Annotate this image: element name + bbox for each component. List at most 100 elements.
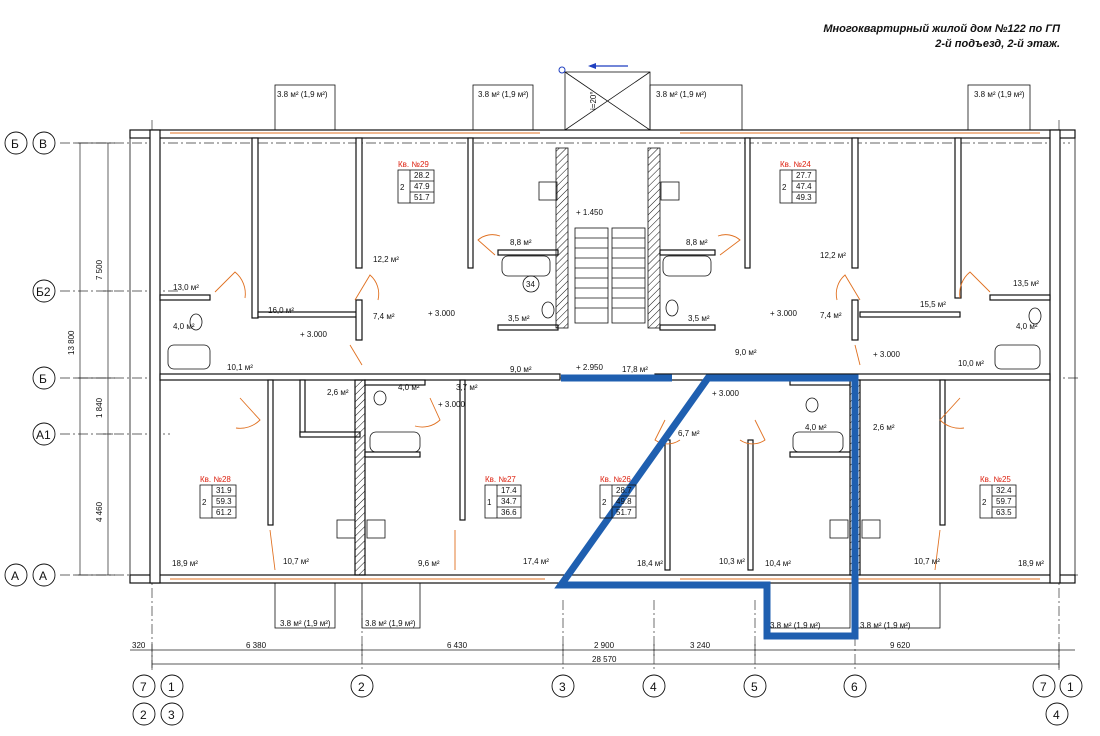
svg-text:+ 3.000: + 3.000 — [770, 309, 797, 318]
svg-text:13,5 м²: 13,5 м² — [1013, 279, 1039, 288]
axis-label: 4 — [650, 680, 657, 694]
svg-text:Кв. №28: Кв. №28 — [200, 475, 231, 484]
drawing-title-line1: Многоквартирный жилой дом №122 по ГП — [823, 23, 1060, 35]
axis-label: Б2 — [36, 285, 51, 299]
svg-text:8,8 м²: 8,8 м² — [510, 238, 532, 247]
svg-text:7,4 м²: 7,4 м² — [373, 312, 395, 321]
apartment-28: Кв. №28 2 31.9 59.3 61.2 — [199, 475, 237, 519]
svg-text:10,7 м²: 10,7 м² — [283, 557, 309, 566]
door-swings — [214, 234, 991, 571]
svg-text:16,0 м²: 16,0 м² — [268, 306, 294, 315]
svg-text:2,6 м²: 2,6 м² — [327, 388, 349, 397]
svg-text:10,7 м²: 10,7 м² — [914, 557, 940, 566]
svg-text:Кв. №24: Кв. №24 — [780, 160, 811, 169]
axis-label: А — [39, 569, 47, 583]
svg-text:+ 3.000: + 3.000 — [428, 309, 455, 318]
axis-label: А — [11, 569, 19, 583]
drawing-title: Многоквартирный жилой дом №122 по ГП 2-й… — [823, 22, 1060, 52]
svg-text:13 800: 13 800 — [67, 330, 76, 355]
svg-text:49.8: 49.8 — [616, 497, 632, 506]
svg-text:6,7 м²: 6,7 м² — [678, 429, 700, 438]
svg-text:59.7: 59.7 — [996, 497, 1012, 506]
svg-text:Кв. №25: Кв. №25 — [980, 475, 1011, 484]
svg-text:49.3: 49.3 — [796, 193, 812, 202]
apartment-29: Кв. №29 2 28.2 47.9 51.7 — [397, 160, 435, 204]
svg-text:47.4: 47.4 — [796, 182, 812, 191]
svg-text:28.2: 28.2 — [414, 171, 430, 180]
svg-text:9 620: 9 620 — [890, 641, 911, 650]
roof-slope-label: i=20° — [589, 91, 598, 110]
svg-text:12,2 м²: 12,2 м² — [820, 251, 846, 260]
axis-label: 7 — [140, 680, 147, 694]
axis-label: 1 — [168, 680, 175, 694]
left-axis-markers: Б В Б2 Б А1 А А — [4, 131, 56, 587]
svg-text:3,7 м²: 3,7 м² — [456, 383, 478, 392]
svg-text:Кв. №29: Кв. №29 — [398, 160, 429, 169]
interior-walls — [159, 137, 1051, 576]
apartment-26: Кв. №26 2 28.7 49.8 51.7 — [599, 475, 637, 519]
svg-text:+ 2.950: + 2.950 — [576, 363, 603, 372]
axis-label: А1 — [36, 428, 51, 442]
apartment-27: Кв. №27 1 17.4 34.7 36.6 — [484, 475, 522, 519]
svg-text:63.5: 63.5 — [996, 508, 1012, 517]
svg-text:27.7: 27.7 — [796, 171, 812, 180]
balcony-area-1: 3.8 м² (1,9 м²) — [277, 90, 328, 99]
balcony-area-2: 3.8 м² (1,9 м²) — [478, 90, 529, 99]
svg-text:10,0 м²: 10,0 м² — [958, 359, 984, 368]
vertical-dimensions: 7 500 13 800 1 840 4 460 — [67, 142, 115, 576]
sanitary-fixtures: 34 — [167, 181, 1042, 539]
axis-label: 6 — [851, 680, 858, 694]
svg-text:+ 3.000: + 3.000 — [712, 389, 739, 398]
svg-text:7 500: 7 500 — [95, 259, 104, 280]
svg-text:18,4 м²: 18,4 м² — [637, 559, 663, 568]
svg-text:10,4 м²: 10,4 м² — [765, 559, 791, 568]
grid-lines — [60, 120, 1080, 672]
svg-text:9,0 м²: 9,0 м² — [735, 348, 757, 357]
svg-text:13,0 м²: 13,0 м² — [173, 283, 199, 292]
svg-text:18,9 м²: 18,9 м² — [1018, 559, 1044, 568]
svg-text:10,3 м²: 10,3 м² — [719, 557, 745, 566]
apartment-25: Кв. №25 2 32.4 59.7 63.5 — [979, 475, 1017, 519]
svg-text:3 240: 3 240 — [690, 641, 711, 650]
balcony-area-8: 3.8 м² (1,9 м²) — [860, 621, 911, 630]
svg-text:9,0 м²: 9,0 м² — [510, 365, 532, 374]
balcony-area-4: 3.8 м² (1,9 м²) — [974, 90, 1025, 99]
axis-label: 7 — [1040, 680, 1047, 694]
svg-text:2 900: 2 900 — [594, 641, 615, 650]
svg-text:320: 320 — [132, 641, 146, 650]
svg-text:3,5 м²: 3,5 м² — [688, 314, 710, 323]
svg-text:2: 2 — [782, 183, 787, 192]
svg-text:4,0 м²: 4,0 м² — [398, 383, 420, 392]
svg-text:4,0 м²: 4,0 м² — [173, 322, 195, 331]
svg-text:61.2: 61.2 — [216, 508, 232, 517]
svg-text:32.4: 32.4 — [996, 486, 1012, 495]
svg-text:1 840: 1 840 — [95, 397, 104, 418]
svg-text:+ 3.000: + 3.000 — [873, 350, 900, 359]
svg-text:2: 2 — [982, 498, 987, 507]
svg-text:47.9: 47.9 — [414, 182, 430, 191]
stair-core: i=20° — [555, 63, 661, 329]
svg-text:12,2 м²: 12,2 м² — [373, 255, 399, 264]
svg-text:Кв. №27: Кв. №27 — [485, 475, 516, 484]
svg-text:2: 2 — [602, 498, 607, 507]
svg-text:Кв. №26: Кв. №26 — [600, 475, 631, 484]
svg-text:8,8 м²: 8,8 м² — [686, 238, 708, 247]
svg-text:6 430: 6 430 — [447, 641, 468, 650]
riser-number: 34 — [526, 280, 535, 289]
axis-label: 2 — [358, 680, 365, 694]
axis-label: 5 — [751, 680, 758, 694]
axis-label: 3 — [559, 680, 566, 694]
svg-text:34.7: 34.7 — [501, 497, 517, 506]
apartment-24: Кв. №24 2 27.7 47.4 49.3 — [779, 160, 817, 204]
balcony-area-5: 3.8 м² (1,9 м²) — [280, 619, 331, 628]
balcony-area-7: 3.8 м² (1,9 м²) — [770, 621, 821, 630]
svg-text:7,4 м²: 7,4 м² — [820, 311, 842, 320]
svg-text:3,5 м²: 3,5 м² — [508, 314, 530, 323]
svg-text:15,5 м²: 15,5 м² — [920, 300, 946, 309]
svg-text:4,0 м²: 4,0 м² — [805, 423, 827, 432]
svg-text:4 460: 4 460 — [95, 501, 104, 522]
balcony-area-6: 3.8 м² (1,9 м²) — [365, 619, 416, 628]
svg-text:17,8 м²: 17,8 м² — [622, 365, 648, 374]
svg-text:51.7: 51.7 — [414, 193, 430, 202]
